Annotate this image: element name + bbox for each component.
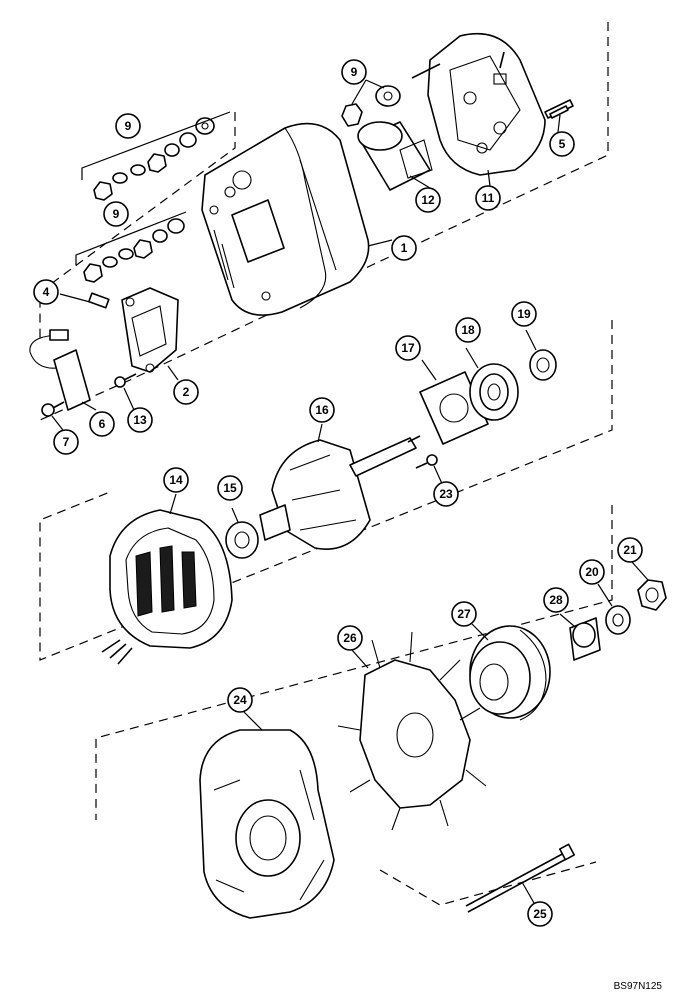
svg-text:17: 17	[401, 341, 415, 355]
callout-28: 28	[543, 587, 569, 613]
svg-text:28: 28	[549, 593, 563, 607]
callout-17: 17	[395, 335, 421, 361]
callout-20: 20	[579, 559, 605, 585]
bearing-plate-screw	[415, 454, 438, 469]
callout-1: 1	[391, 235, 417, 261]
regulator-screw	[114, 373, 137, 388]
pulley-nut	[637, 579, 667, 611]
svg-text:23: 23	[439, 487, 453, 501]
lock-washer	[605, 605, 631, 635]
dashed-boundary-lines	[39, 22, 613, 906]
callout-5: 5	[549, 131, 575, 157]
callout-16: 16	[309, 397, 335, 423]
pulley	[469, 625, 551, 721]
stator	[101, 509, 233, 665]
suppression-capacitor	[29, 329, 91, 411]
brush	[88, 292, 110, 309]
cooling-fan	[337, 631, 487, 831]
nut-washer-pair-top	[341, 85, 401, 127]
svg-text:21: 21	[623, 543, 637, 557]
svg-text:20: 20	[585, 565, 599, 579]
svg-text:2: 2	[183, 385, 190, 399]
drive-end-housing	[201, 122, 370, 316]
callout-9-lower-stack: 9	[103, 201, 129, 227]
callout-13: 13	[127, 407, 153, 433]
callout-2: 2	[173, 379, 199, 405]
callout-27: 27	[451, 601, 477, 627]
svg-text:26: 26	[343, 631, 357, 645]
callout-18: 18	[455, 317, 481, 343]
callout-24: 24	[227, 687, 253, 713]
svg-text:9: 9	[351, 65, 358, 79]
svg-text:11: 11	[482, 191, 495, 205]
callout-6: 6	[89, 411, 115, 437]
through-bolt	[465, 843, 576, 913]
callout-9-upper-stack: 9	[115, 113, 141, 139]
svg-text:25: 25	[533, 907, 547, 921]
slip-ring-end-housing	[199, 729, 335, 919]
svg-text:14: 14	[169, 473, 183, 487]
svg-text:13: 13	[133, 413, 147, 427]
svg-text:9: 9	[125, 119, 132, 133]
svg-text:1: 1	[401, 241, 408, 255]
bearing-seal	[529, 349, 557, 381]
small-bearing	[225, 521, 259, 559]
pulley-spacer	[569, 617, 601, 661]
brush-holder-sleeve	[357, 121, 433, 191]
rotor	[259, 435, 421, 550]
callout-14: 14	[163, 467, 189, 493]
callout-19: 19	[511, 301, 537, 327]
svg-text:15: 15	[223, 481, 237, 495]
callout-12: 12	[415, 187, 441, 213]
callout-15: 15	[217, 475, 243, 501]
svg-text:18: 18	[461, 323, 475, 337]
svg-text:24: 24	[233, 693, 247, 707]
svg-text:9: 9	[113, 207, 120, 221]
callout-9-top: 9	[341, 59, 367, 85]
rectifier-screw	[549, 105, 569, 119]
svg-text:12: 12	[421, 193, 435, 207]
svg-text:5: 5	[559, 137, 566, 151]
callout-11: 11	[475, 185, 501, 211]
svg-text:19: 19	[517, 307, 531, 321]
svg-text:6: 6	[99, 417, 106, 431]
capacitor-screw	[41, 401, 65, 417]
callout-23: 23	[433, 481, 459, 507]
callout-4: 4	[33, 279, 59, 305]
nut-washer-stack-upper	[81, 111, 231, 201]
ball-bearing	[469, 363, 519, 421]
svg-text:4: 4	[43, 285, 50, 299]
callout-26: 26	[337, 625, 363, 651]
callout-21: 21	[617, 537, 643, 563]
rectifier-assembly	[411, 32, 574, 176]
leader-lines	[51, 79, 649, 911]
callout-25: 25	[527, 901, 553, 927]
callout-7: 7	[53, 429, 79, 455]
voltage-regulator	[121, 287, 179, 373]
figure-reference-code: BS97N125	[613, 981, 662, 992]
svg-text:16: 16	[315, 403, 329, 417]
svg-text:27: 27	[457, 607, 471, 621]
nut-washer-stack-lower	[75, 211, 187, 283]
svg-text:7: 7	[63, 435, 70, 449]
